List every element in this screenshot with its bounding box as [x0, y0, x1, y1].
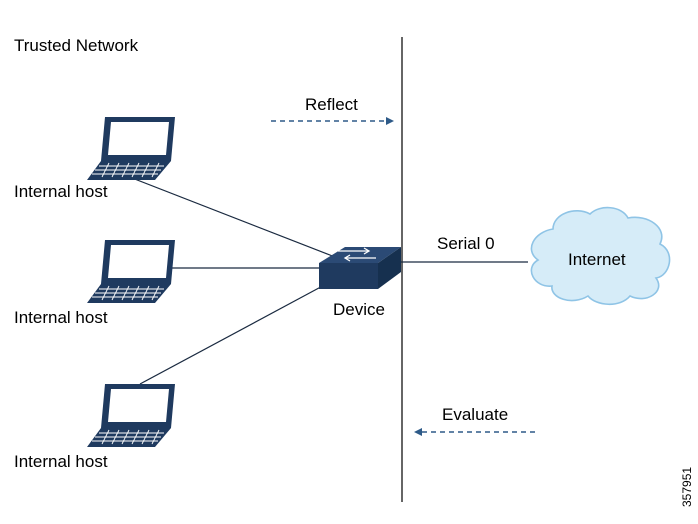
host-label: Internal host: [14, 452, 108, 471]
cloud-icon: [530, 206, 671, 306]
link-host3-device: [139, 281, 331, 385]
laptop-icon: [86, 116, 176, 181]
laptop-icon: [86, 239, 176, 304]
reflect-label: Reflect: [305, 95, 358, 114]
interface-label: Serial 0: [437, 234, 495, 253]
switch-icon: [319, 247, 401, 289]
internet-label: Internet: [568, 250, 626, 269]
host-label: Internal host: [14, 308, 108, 327]
figure-id: 357951: [680, 467, 694, 507]
trusted-network-label: Trusted Network: [14, 36, 139, 55]
device-label: Device: [333, 300, 385, 319]
link-host1-device: [126, 175, 336, 258]
host-label: Internal host: [14, 182, 108, 201]
evaluate-arrow: [414, 428, 537, 436]
laptop-icon: [86, 383, 176, 448]
evaluate-label: Evaluate: [442, 405, 508, 424]
reflect-arrow: [271, 117, 394, 125]
